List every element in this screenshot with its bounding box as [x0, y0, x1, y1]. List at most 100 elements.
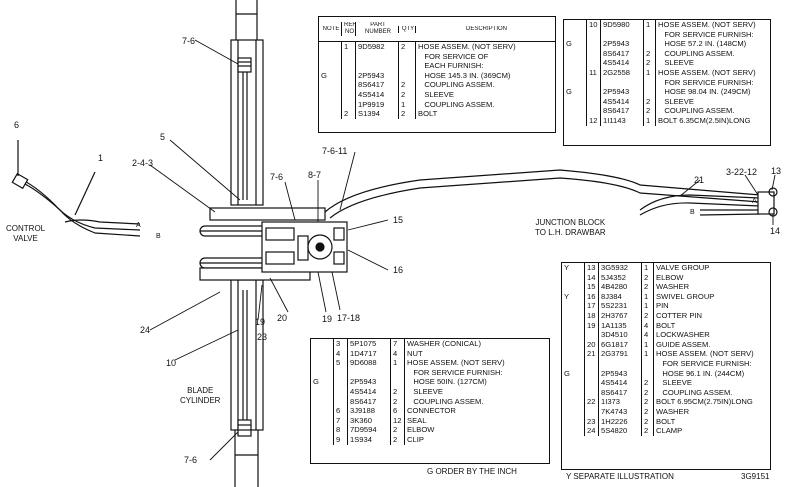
part-number-cell: 7K4743	[598, 406, 641, 417]
footnote-order-by-inch: G ORDER BY THE INCH	[427, 467, 517, 476]
ref-cell: 23	[584, 416, 598, 427]
qty-cell: 2	[641, 406, 653, 417]
note-cell	[311, 435, 333, 445]
parts-table-1: NOTE REF NO PART NUMBER QTY DESCRIPTION …	[318, 16, 556, 133]
leader-lines	[149, 39, 776, 461]
junction-block-label: JUNCTION BLOCK TO L.H. DRAWBAR	[535, 218, 606, 237]
qty-cell	[643, 87, 655, 97]
qty-cell: 2	[643, 58, 655, 68]
ref-cell: 17	[584, 301, 598, 311]
part-number-cell: 9D6088	[347, 358, 390, 368]
qty-cell: 6	[390, 406, 404, 416]
note-cell	[562, 349, 584, 359]
qty-cell	[643, 39, 655, 49]
qty-cell: 2	[398, 109, 415, 119]
ref-cell: 22	[584, 397, 598, 407]
qty-cell: 1	[643, 20, 655, 30]
ref-cell	[584, 368, 598, 379]
note-cell: G	[321, 70, 327, 80]
note-cell	[562, 340, 584, 350]
description-cell: BOLT	[653, 416, 770, 427]
description-cell: PIN	[653, 301, 770, 311]
qty-cell: 2	[641, 426, 653, 436]
ref-cell	[341, 70, 355, 81]
note-cell: G	[313, 377, 319, 387]
qty-cell: 2	[641, 310, 653, 321]
ref-cell: 8	[333, 425, 347, 435]
note-cell	[319, 80, 341, 90]
part-number-cell: 3G5932	[598, 263, 641, 273]
callout-7-6-mid: 7-6	[270, 172, 284, 182]
part-number-cell: 4B4280	[598, 282, 641, 292]
qty-cell: 12	[390, 415, 404, 426]
ref-cell	[586, 106, 600, 116]
part-number-cell: 3K360	[347, 415, 390, 426]
qty-cell: 2	[643, 106, 655, 116]
qty-cell: 1	[643, 115, 655, 126]
ref-cell	[586, 87, 600, 97]
ref-cell	[333, 396, 347, 407]
qty-cell: 2	[641, 378, 653, 388]
part-number-cell: 1H2226	[598, 416, 641, 427]
note-cell	[564, 68, 586, 78]
description-cell: COUPLING ASSEM.	[415, 80, 555, 90]
qty-cell	[643, 77, 655, 88]
description-cell: HOSE 57.2 IN. (148CM)	[655, 39, 770, 49]
ref-cell: 10	[586, 20, 600, 30]
qty-cell: 1	[641, 263, 653, 273]
part-number-cell	[598, 358, 641, 369]
qty-cell: 2	[641, 272, 653, 283]
description-cell: BOLT	[415, 109, 555, 119]
ref-cell: 16	[584, 291, 598, 302]
ref-cell	[586, 48, 600, 59]
qty-cell	[641, 368, 653, 379]
part-number-cell: 8J384	[598, 291, 641, 302]
note-cell: Y	[564, 263, 570, 272]
part-number-cell: 6G1817	[598, 339, 641, 350]
part-number-cell: 1I373	[598, 397, 641, 407]
note-cell	[564, 78, 586, 88]
qty-cell: 2	[641, 387, 653, 398]
description-cell: BOLT 6.95CM(2.75IN)LONG	[653, 397, 770, 407]
ref-cell	[341, 51, 355, 62]
part-number-cell: 2P5943	[347, 377, 390, 387]
part-number-cell: 9D5980	[600, 20, 643, 30]
qty-cell: 1	[641, 301, 653, 311]
description-cell: BOLT	[653, 320, 770, 331]
part-number-cell: 2P5943	[600, 39, 643, 49]
description-cell: FOR SERVICE FURNISH:	[655, 29, 770, 40]
note-cell	[311, 425, 333, 435]
qty-cell	[398, 61, 415, 71]
description-cell: BOLT 6.35CM(2.5IN)LONG	[655, 115, 770, 126]
note-cell: G	[566, 39, 572, 49]
description-cell: COTTER PIN	[653, 310, 770, 321]
description-cell: FOR SERVICE FURNISH:	[404, 367, 549, 378]
description-cell: WASHER	[653, 406, 770, 417]
ref-cell: 20	[584, 339, 598, 350]
control-valve-label: CONTROL VALVE	[6, 224, 46, 243]
description-cell: COUPLING ASSEM.	[653, 387, 770, 398]
description-cell: SLEEVE	[653, 378, 770, 388]
part-number-cell: 3J9188	[347, 406, 390, 416]
note-cell	[319, 100, 341, 110]
ref-cell	[584, 358, 598, 369]
ref-cell: 21	[584, 349, 598, 359]
ref-cell: 24	[584, 426, 598, 436]
callout-8-7: 8-7	[308, 170, 322, 180]
note-cell	[319, 90, 341, 100]
callout-19a: 19	[322, 314, 333, 324]
callout-16: 16	[393, 265, 404, 275]
